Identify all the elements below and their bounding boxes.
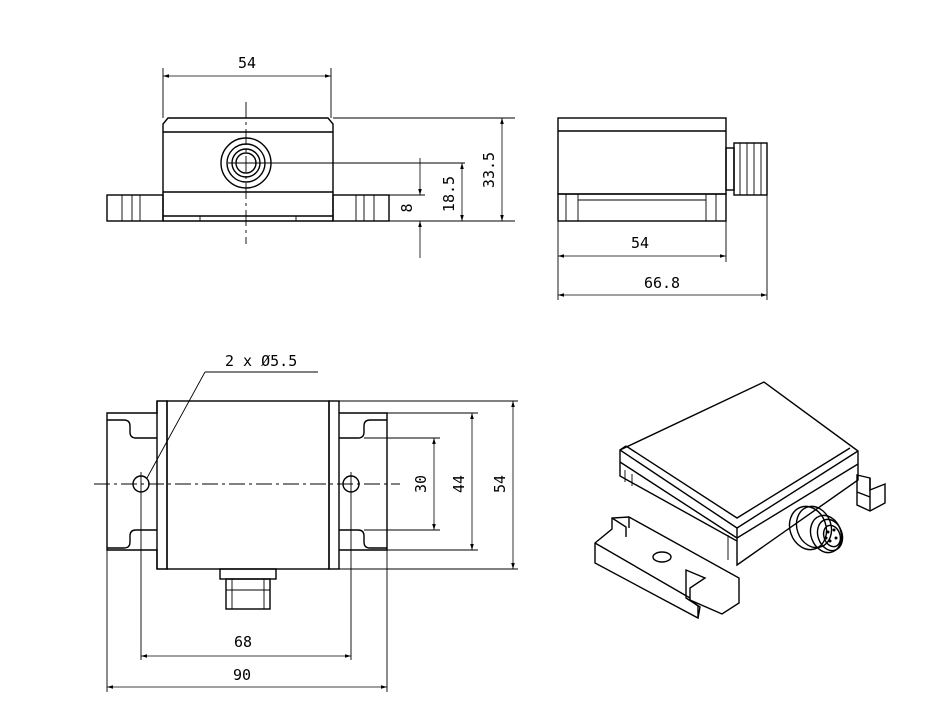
hole-vspacing-label: 44: [450, 475, 468, 493]
hole-hspacing-label: 68: [234, 633, 252, 651]
front-width-label: 54: [238, 54, 256, 72]
overall-width-label: 90: [233, 666, 251, 684]
front-base-label: 8: [398, 203, 416, 212]
front-view: 54 33.5 18.5 8: [106, 54, 515, 258]
hole-callout-label: 2 x Ø5.5: [225, 352, 297, 370]
isometric-view: [594, 381, 886, 620]
front-height-label: 33.5: [480, 152, 498, 188]
front-center-height-label: 18.5: [440, 176, 458, 212]
top-height-label: 54: [491, 475, 509, 493]
top-view: 2 x Ø5.5 30 44 54 68 90: [94, 352, 518, 692]
side-view: 54 66.8: [557, 117, 768, 300]
side-body-label: 54: [631, 234, 649, 252]
side-overall-label: 66.8: [644, 274, 680, 292]
slot-dim-label: 30: [412, 475, 430, 493]
